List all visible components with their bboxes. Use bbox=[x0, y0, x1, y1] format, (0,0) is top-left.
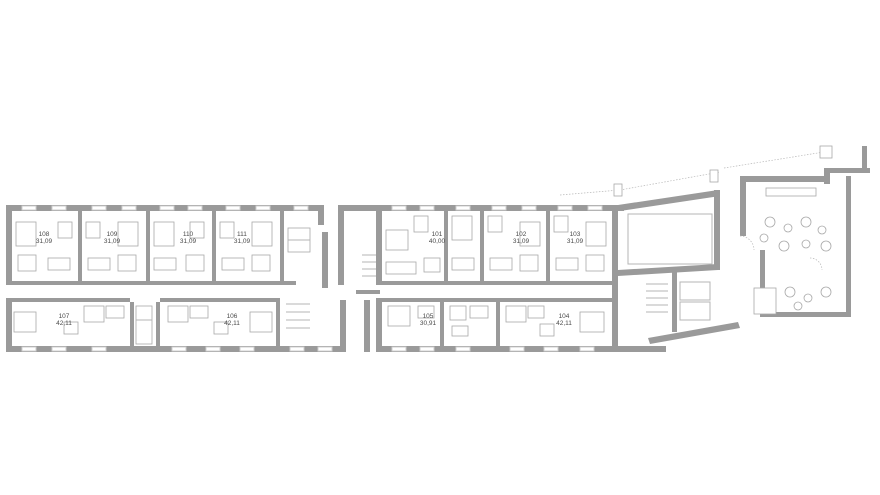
svg-text:104: 104 bbox=[559, 313, 570, 320]
room-label-108: 108 31,09 bbox=[36, 231, 53, 245]
svg-text:110: 110 bbox=[183, 231, 194, 238]
east-south-furniture bbox=[387, 305, 605, 337]
east-wing-windows bbox=[391, 205, 603, 352]
svg-text:111: 111 bbox=[237, 231, 247, 238]
room-label-107: 107 42,11 bbox=[56, 313, 72, 327]
svg-text:40,00: 40,00 bbox=[429, 238, 446, 245]
terrace-marks bbox=[559, 145, 833, 197]
west-wing-windows bbox=[21, 205, 333, 352]
room-label-104: 104 42,11 bbox=[556, 313, 572, 327]
svg-text:108: 108 bbox=[39, 231, 50, 238]
svg-text:109: 109 bbox=[107, 231, 118, 238]
room-label-106: 106 42,11 bbox=[224, 313, 240, 327]
svg-text:107: 107 bbox=[59, 313, 70, 320]
room-label-105: 105 30,91 bbox=[420, 313, 437, 327]
svg-text:30,91: 30,91 bbox=[420, 320, 437, 327]
svg-text:42,11: 42,11 bbox=[56, 320, 72, 327]
svg-text:102: 102 bbox=[516, 231, 527, 238]
svg-text:31,09: 31,09 bbox=[104, 238, 121, 245]
east-north-furniture bbox=[385, 215, 607, 275]
svg-text:42,11: 42,11 bbox=[556, 320, 572, 327]
west-wing-walls bbox=[6, 205, 346, 352]
svg-text:42,11: 42,11 bbox=[224, 320, 240, 327]
annex bbox=[618, 190, 740, 344]
svg-text:31,09: 31,09 bbox=[180, 238, 197, 245]
room-label-111: 111 31,09 bbox=[234, 231, 251, 245]
room-label-110: 110 31,09 bbox=[180, 231, 197, 245]
pavilion bbox=[739, 146, 870, 317]
room-label-102: 102 31,09 bbox=[513, 231, 530, 245]
west-south-furniture bbox=[13, 303, 310, 345]
svg-text:31,09: 31,09 bbox=[234, 238, 251, 245]
central-link bbox=[322, 205, 380, 352]
svg-text:103: 103 bbox=[570, 231, 581, 238]
svg-text:31,09: 31,09 bbox=[567, 238, 584, 245]
west-north-furniture bbox=[15, 221, 311, 272]
svg-text:105: 105 bbox=[423, 313, 434, 320]
svg-text:31,09: 31,09 bbox=[36, 238, 53, 245]
svg-text:101: 101 bbox=[432, 231, 443, 238]
room-label-103: 103 31,09 bbox=[567, 231, 584, 245]
svg-text:106: 106 bbox=[227, 313, 238, 320]
svg-text:31,09: 31,09 bbox=[513, 238, 530, 245]
room-label-109: 109 31,09 bbox=[104, 231, 121, 245]
room-label-101: 101 40,00 bbox=[429, 231, 446, 245]
